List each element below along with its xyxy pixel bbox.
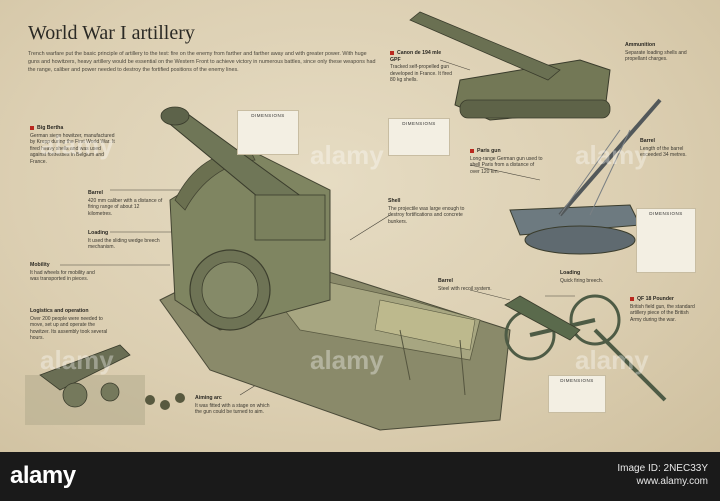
big-bertha-illustration bbox=[159, 106, 511, 431]
watermark: alamy bbox=[575, 345, 649, 375]
label-big-bertha: Big Bertha German siege howitzer, manufa… bbox=[30, 125, 115, 165]
label-paris-gun: Paris gun Long-range German gun used to … bbox=[470, 148, 543, 175]
watermark: alamy bbox=[40, 345, 114, 375]
watermark: alamy bbox=[310, 345, 384, 375]
paris-gun-illustration bbox=[509, 98, 662, 255]
dimensions-box-bertha: DIMENSIONS bbox=[237, 110, 299, 155]
poster-title: World War I artillery bbox=[28, 22, 195, 44]
label-qf-18-pounder: QF 18 Pounder British field gun, the sta… bbox=[630, 296, 695, 323]
label-canon-gpf: Canon de 194 mle GPF Tracked self-propel… bbox=[390, 50, 452, 83]
logistics-scene-illustration bbox=[25, 344, 185, 425]
canon-gpf-illustration bbox=[409, 11, 611, 121]
footer-bar bbox=[0, 452, 720, 501]
infographic-poster: World War I artillery Trench warfare put… bbox=[0, 0, 720, 452]
qf-18-pounder-illustration bbox=[504, 294, 667, 402]
dimensions-box-qf: DIMENSIONS bbox=[548, 375, 606, 413]
watermark: alamy bbox=[575, 140, 649, 170]
image-id: Image ID: 2NEC33Y bbox=[617, 463, 708, 474]
intro-paragraph: Trench warfare put the basic principle o… bbox=[28, 51, 376, 73]
site-url[interactable]: www.alamy.com bbox=[636, 476, 709, 487]
image-id-block: Image ID: 2NEC33Y www.alamy.com bbox=[617, 462, 708, 488]
artillery-illustrations bbox=[25, 11, 667, 431]
alamy-logo[interactable]: alamy bbox=[10, 462, 76, 489]
dimensions-box-canon: DIMENSIONS bbox=[388, 118, 450, 156]
watermark: alamy bbox=[40, 130, 114, 160]
dimensions-box-paris-gun: DIMENSIONS bbox=[636, 208, 696, 273]
watermark: alamy bbox=[310, 140, 384, 170]
